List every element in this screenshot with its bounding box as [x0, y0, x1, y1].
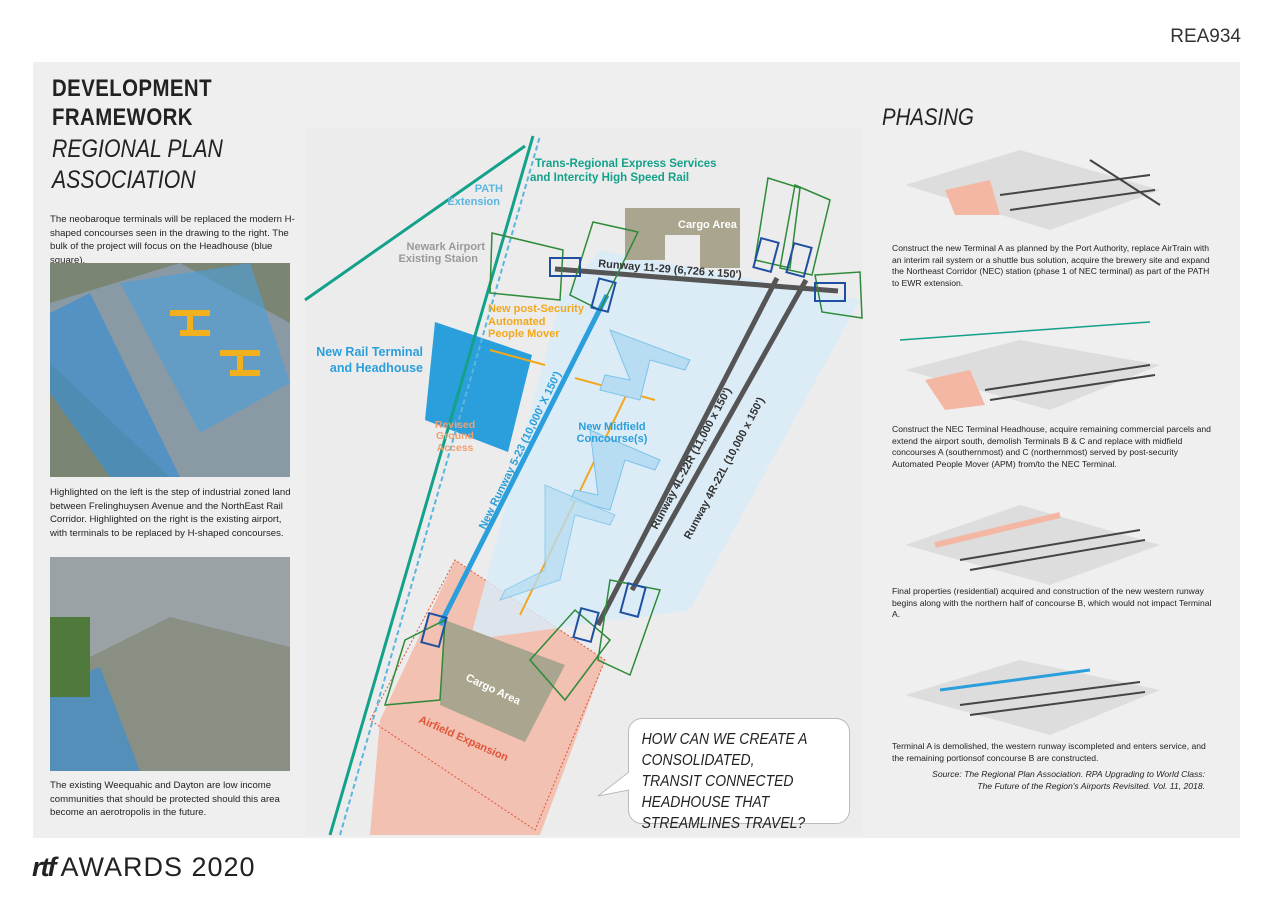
- phasing-title: PHASING: [882, 104, 974, 131]
- callout-tail: [597, 771, 630, 797]
- svg-text:Extension: Extension: [447, 196, 500, 208]
- svg-text:and Headhouse: and Headhouse: [330, 361, 423, 375]
- aerial-photo-1: [50, 263, 290, 477]
- caption-2: The existing Weequahic and Dayton are lo…: [50, 780, 280, 818]
- cargo-area-top: [625, 208, 740, 268]
- phase-3-text: Final properties (residential) acquired …: [892, 586, 1212, 620]
- svg-text:Revised: Revised: [435, 419, 475, 431]
- question-callout: HOW CAN WE CREATE A CONSOLIDATED, TRANSI…: [628, 718, 850, 832]
- svg-text:and Intercity High Speed Rail: and Intercity High Speed Rail: [530, 172, 689, 184]
- phase-2-text: Construct the NEC Terminal Headhouse, ac…: [892, 424, 1211, 469]
- svg-text:People Mover: People Mover: [488, 328, 560, 340]
- svg-text:Access: Access: [437, 442, 474, 454]
- svg-text:Cargo Area: Cargo Area: [678, 219, 738, 231]
- phase-1-text: Construct the new Terminal A as planned …: [892, 243, 1210, 288]
- svg-text:New Midfield: New Midfield: [578, 421, 645, 433]
- source-citation: Source: The Regional Plan Association. R…: [932, 769, 1205, 791]
- svg-text:Ground: Ground: [436, 430, 474, 442]
- svg-text:Automated: Automated: [488, 316, 545, 328]
- svg-text:New Rail Terminal: New Rail Terminal: [316, 345, 423, 359]
- svg-text:Trans-Regional Express Service: Trans-Regional Express Services: [535, 158, 717, 170]
- svg-text:Newark Airport: Newark Airport: [407, 241, 486, 253]
- aerial-photo-2: [50, 557, 290, 771]
- phase-4-text: Terminal A is demolished, the western ru…: [892, 741, 1206, 763]
- page-code: REA934: [1170, 26, 1241, 47]
- cargo-area-bottom: [440, 620, 565, 742]
- svg-text:Existing Staion: Existing Staion: [399, 253, 479, 265]
- svg-text:New post-Security: New post-Security: [488, 303, 585, 315]
- caption-1: Highlighted on the left is the step of i…: [50, 487, 291, 539]
- svg-text:PATH: PATH: [475, 183, 503, 195]
- svg-text:Concourse(s): Concourse(s): [577, 433, 648, 445]
- phasing-diagrams: [899, 150, 1161, 735]
- intro-text: The neobaroque terminals will be replace…: [50, 214, 295, 266]
